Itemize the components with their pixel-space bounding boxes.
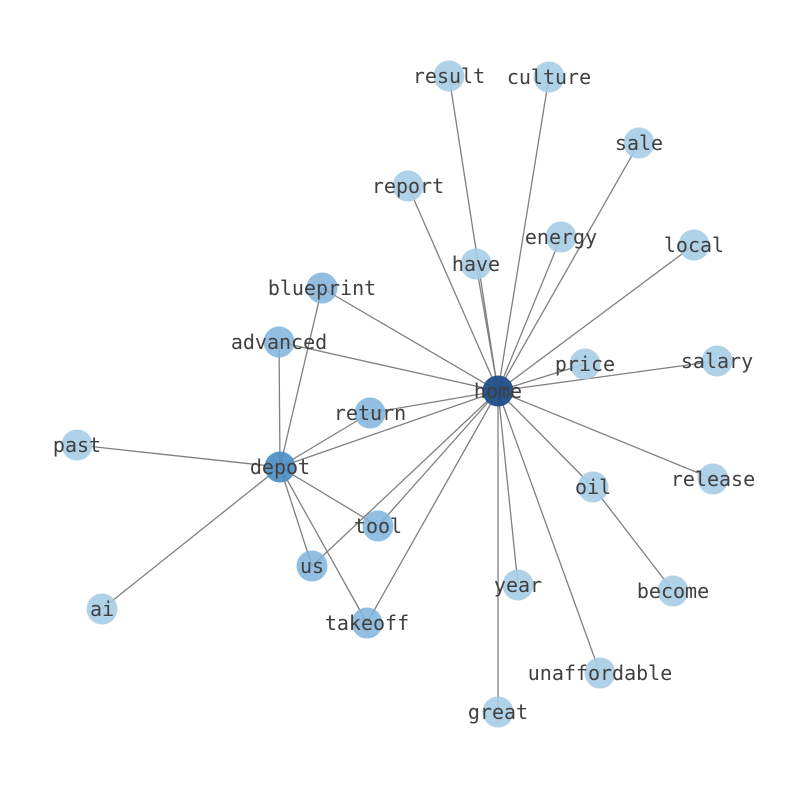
node-year [502, 569, 534, 601]
node-blueprint [306, 272, 338, 304]
node-culture [533, 61, 565, 93]
node-label-local: local [664, 233, 724, 257]
edge-home-year [497, 390, 519, 586]
node-have [460, 248, 492, 280]
node-label-report: report [372, 174, 444, 198]
node-label-us: us [300, 554, 324, 578]
edge-depot-blueprint [279, 287, 323, 468]
node-energy [545, 221, 577, 253]
nodes-layer [61, 60, 733, 728]
node-label-past: past [53, 433, 101, 457]
edge-home-takeoff [366, 390, 499, 624]
edge-home-release [497, 390, 714, 480]
node-label-release: release [671, 467, 755, 491]
edge-home-local [497, 244, 695, 392]
edge-home-culture [497, 76, 550, 392]
node-label-price: price [555, 352, 615, 376]
node-sale [623, 127, 655, 159]
edge-depot-past [76, 444, 281, 468]
node-label-year: year [494, 573, 542, 597]
node-return [354, 397, 386, 429]
node-label-salary: salary [681, 349, 753, 373]
node-home [482, 375, 514, 407]
edges-layer [76, 75, 718, 712]
edge-depot-us [279, 466, 313, 567]
node-label-home: home [474, 379, 522, 403]
node-label-culture: culture [507, 65, 591, 89]
edge-home-result [448, 75, 499, 392]
edge-home-sale [497, 142, 640, 392]
node-price [569, 348, 601, 380]
node-salary [701, 345, 733, 377]
edge-home-energy [497, 236, 562, 392]
edge-home-blueprint [321, 287, 499, 392]
edge-oil-become [592, 486, 674, 592]
node-local [678, 229, 710, 261]
node-become [657, 575, 689, 607]
node-result [433, 60, 465, 92]
node-label-result: result [413, 64, 485, 88]
node-depot [264, 451, 296, 483]
node-us [296, 550, 328, 582]
node-label-great: great [468, 700, 528, 724]
node-label-become: become [637, 579, 709, 603]
node-label-tool: tool [354, 514, 402, 538]
edge-depot-return [279, 412, 371, 468]
node-oil [577, 471, 609, 503]
node-unaffordable [584, 657, 616, 689]
node-label-oil: oil [575, 475, 611, 499]
edge-home-advanced [278, 341, 499, 392]
edge-home-us [311, 390, 499, 567]
node-release [697, 463, 729, 495]
edge-home-report [407, 185, 499, 392]
node-great [482, 696, 514, 728]
node-takeoff [351, 607, 383, 639]
edge-home-depot [279, 390, 499, 468]
node-ai [86, 593, 118, 625]
node-label-ai: ai [90, 597, 114, 621]
node-label-takeoff: takeoff [325, 611, 409, 635]
edge-home-unaffordable [497, 390, 601, 674]
node-label-advanced: advanced [231, 330, 327, 354]
edge-depot-takeoff [279, 466, 368, 624]
labels-layer: home depot result culture sale report energy lo… [53, 64, 755, 724]
node-label-return: return [334, 401, 406, 425]
edge-home-have [475, 263, 499, 392]
node-label-blueprint: blueprint [268, 276, 376, 300]
node-label-unaffordable: unaffordable [528, 661, 673, 685]
node-label-sale: sale [615, 131, 663, 155]
edge-home-tool [377, 390, 499, 527]
node-label-energy: energy [525, 225, 597, 249]
edge-depot-tool [279, 466, 379, 527]
node-report [392, 170, 424, 202]
edge-depot-advanced [278, 341, 281, 468]
node-label-have: have [452, 252, 500, 276]
node-tool [362, 510, 394, 542]
edge-home-oil [497, 390, 594, 488]
edge-home-salary [497, 360, 718, 392]
edge-depot-ai [101, 466, 281, 610]
node-advanced [263, 326, 295, 358]
edge-home-return [369, 390, 499, 414]
node-past [61, 429, 93, 461]
node-label-depot: depot [250, 455, 310, 479]
